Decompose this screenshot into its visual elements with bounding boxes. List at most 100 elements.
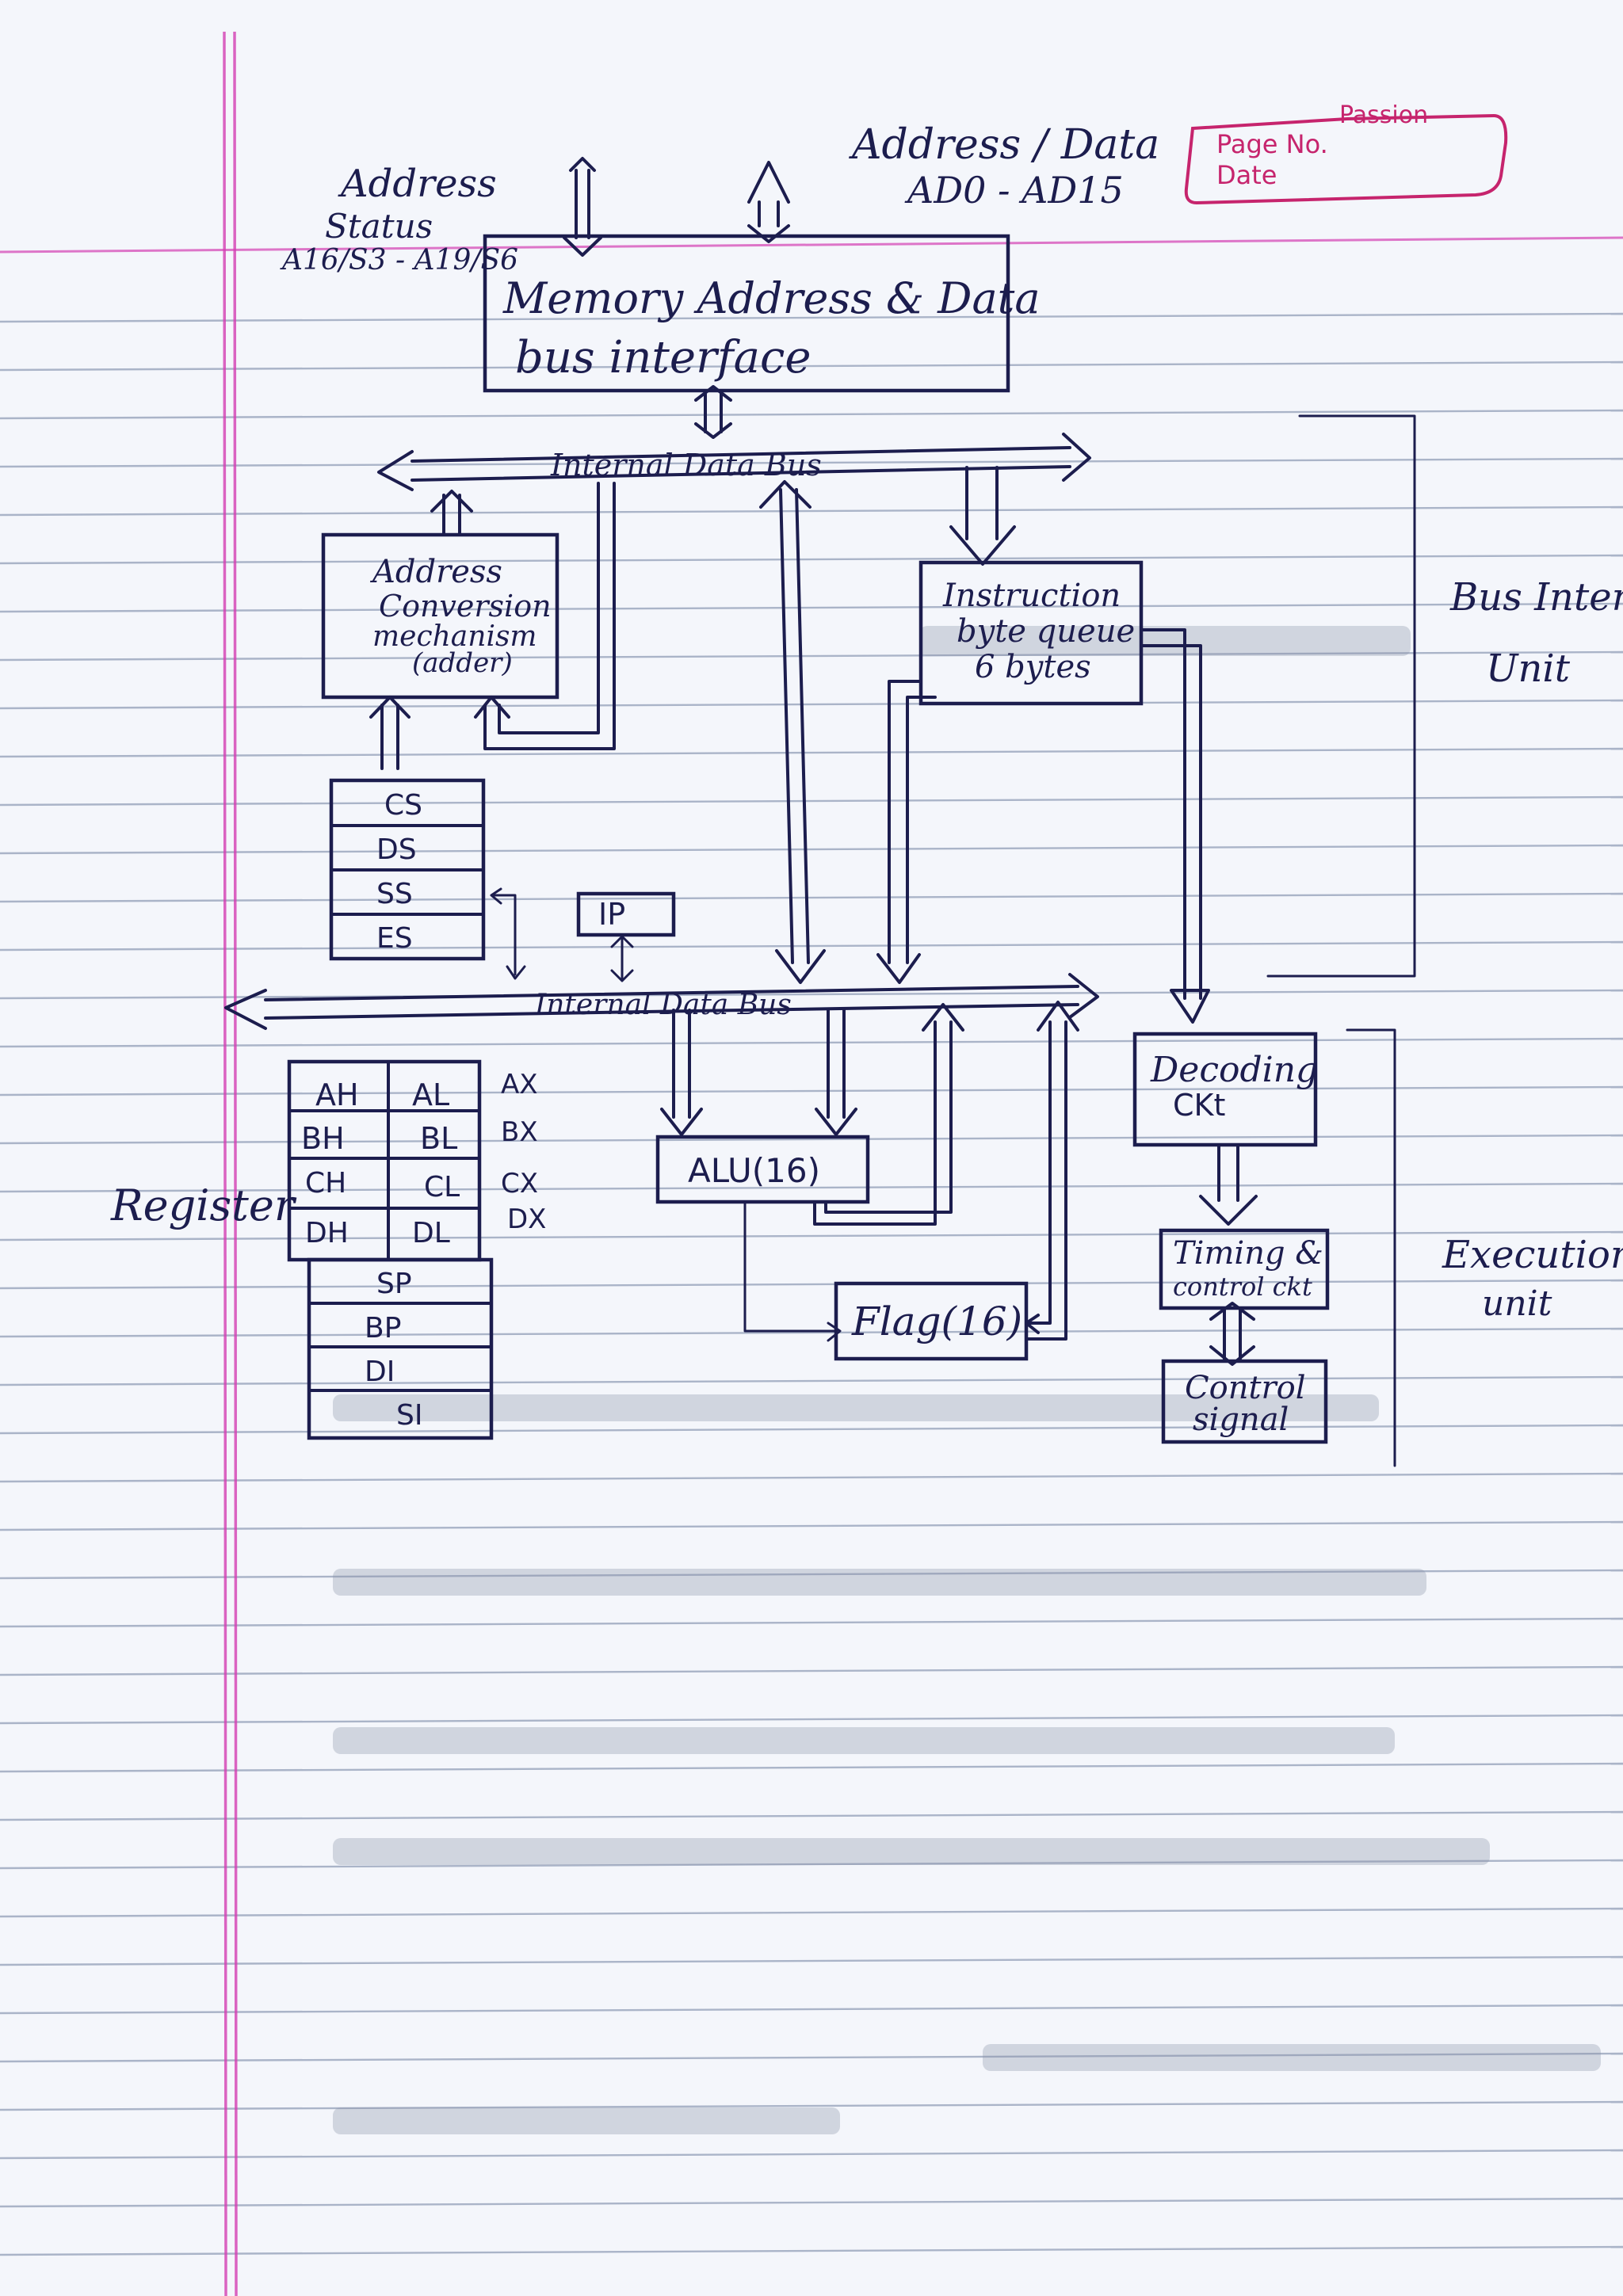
bus-interconnect-arrow [759, 480, 826, 984]
register-cl: CL [424, 1171, 460, 1203]
notebook-paper [0, 31, 1623, 2296]
ruled-line [0, 1569, 1623, 1580]
eu-bracket [1346, 1028, 1396, 1467]
ruled-line [0, 1327, 1623, 1338]
ruled-line [0, 1037, 1623, 1048]
register-al: AL [412, 1077, 449, 1112]
address-data-label-2: AD0 - AD15 [904, 169, 1124, 212]
address-conversion-label-4: (adder) [412, 647, 513, 679]
ruled-line [0, 2100, 1623, 2111]
segments-bus-link [490, 887, 526, 980]
margin-line-2 [233, 31, 238, 2296]
timing-control-box [1159, 1228, 1330, 1310]
ruled-line [0, 312, 1623, 323]
alu-box [655, 1135, 870, 1204]
register-bl: BL [420, 1121, 457, 1156]
biu-label-1: Bus Interface [1449, 575, 1623, 620]
segment-cs: CS [384, 789, 422, 822]
bus-interface-label-2: bus interface [515, 332, 811, 383]
ruled-line [0, 892, 1623, 903]
ruled-line [0, 989, 1623, 1000]
flag-box [834, 1281, 1029, 1361]
eu-label-1: Execution [1442, 1233, 1623, 1277]
ruled-line [0, 554, 1623, 565]
register-ch: CH [305, 1167, 346, 1199]
ruled-line [0, 1810, 1623, 1821]
register-dx: DX [507, 1203, 546, 1235]
ruled-line [0, 650, 1623, 662]
timing-label-2: control ckt [1173, 1272, 1312, 1302]
ruled-line [0, 699, 1623, 710]
adder-to-bus-arrow [430, 490, 473, 536]
general-register-file: AH AL AX BH BL BX CH CL CX DH DL DX [287, 1059, 546, 1262]
ruled-line [0, 1665, 1623, 1676]
instruction-queue-label-3: 6 bytes [975, 649, 1091, 685]
ruled-line [0, 1617, 1623, 1628]
ip-bus-link [610, 935, 634, 982]
ruled-line [0, 1375, 1623, 1386]
address-data-label-1: Address / Data [849, 121, 1159, 169]
decoding-box [1132, 1032, 1318, 1147]
segment-register-stack: CS DS SS ES [329, 778, 486, 961]
ruled-line [0, 2245, 1623, 2256]
segment-ss: SS [376, 878, 413, 910]
decoding-label-1: Decoding [1150, 1050, 1318, 1090]
address-conversion-label-3: mechanism [372, 620, 537, 653]
address-conversion-label-1: Address [369, 554, 502, 590]
date-label: Date [1216, 160, 1277, 190]
pointer-index-registers: SP BP DI SI [307, 1257, 494, 1440]
ruled-line [0, 1762, 1623, 1773]
queue-to-bus-arrow [876, 680, 937, 984]
control-signal-label-2: signal [1193, 1402, 1289, 1438]
instruction-queue-box [918, 560, 1144, 706]
bus-to-queue-arrow [949, 466, 1016, 566]
margin-line [223, 31, 227, 2296]
register-bx: BX [501, 1116, 538, 1148]
segments-to-adder-arrow [369, 696, 411, 770]
biu-eu-block-diagram: Address Status A16/S3 - A19/S6 Address /… [110, 121, 1623, 1467]
segment-ds: DS [376, 833, 417, 866]
bleed-through-text [333, 626, 1601, 2134]
ruled-lines [0, 312, 1623, 2256]
bus-to-adder-loop [474, 482, 616, 750]
ruled-line [0, 1907, 1623, 1918]
ruled-line [0, 2004, 1623, 2015]
page-no-label: Page No. [1216, 129, 1328, 159]
register-sp: SP [376, 1268, 412, 1300]
ruled-line [0, 844, 1623, 855]
ruled-line [0, 940, 1623, 952]
ruled-line [0, 409, 1623, 420]
eu-label-2: unit [1482, 1283, 1552, 1324]
ruled-line [0, 505, 1623, 517]
ip-register-label: IP [598, 897, 625, 932]
register-dl: DL [412, 1217, 450, 1249]
instruction-queue-label-2: byte queue [957, 613, 1135, 650]
interface-bus-link [694, 385, 732, 439]
alu-label: ALU(16) [688, 1151, 820, 1190]
ruled-line [0, 747, 1623, 758]
ruled-line [0, 2149, 1623, 2160]
ruled-line [0, 1182, 1623, 1193]
flag-bus-link [1025, 1001, 1079, 1341]
address-conversion-label-2: Conversion [379, 589, 552, 624]
register-ax: AX [501, 1069, 538, 1100]
register-ah: AH [315, 1077, 359, 1112]
biu-label-2: Unit [1486, 646, 1571, 691]
address-data-arrow [747, 161, 790, 243]
ruled-line [0, 360, 1623, 372]
timing-label-1: Timing & [1173, 1235, 1323, 1272]
ruled-line [0, 1085, 1623, 1097]
address-conversion-box [321, 532, 559, 700]
ruled-line [0, 602, 1623, 613]
ip-register-box [576, 891, 676, 937]
header-rule [0, 236, 1623, 254]
ruled-line [0, 1424, 1623, 1435]
control-signal-label-1: Control [1185, 1370, 1306, 1406]
internal-data-bus-top: Internal Data Bus [377, 433, 1091, 491]
ruled-line [0, 2197, 1623, 2208]
alu-to-flag-arrow [743, 1200, 842, 1342]
register-group-label: Register [110, 1180, 297, 1230]
queue-to-decoder-arrow [1140, 628, 1210, 1024]
ruled-line [0, 457, 1623, 468]
ruled-line [0, 1230, 1623, 1241]
